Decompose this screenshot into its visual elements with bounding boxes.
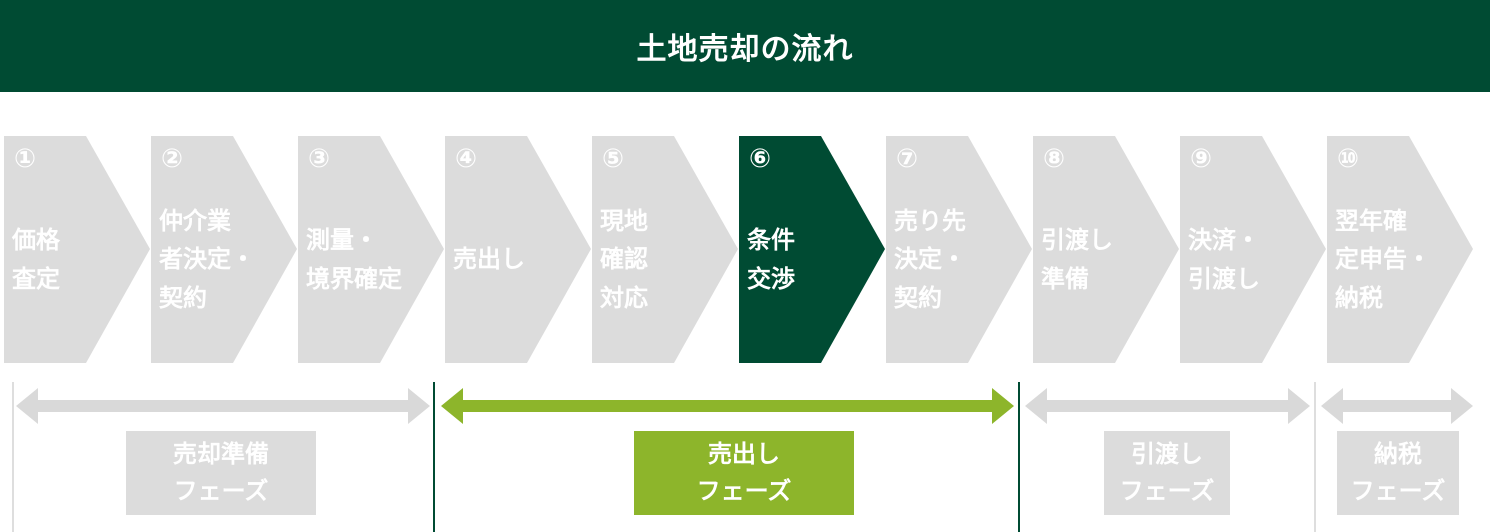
step-label: 測量・ 境界確定: [306, 226, 402, 293]
phase-subtitle: フェーズ: [173, 477, 269, 505]
phase-divider-line: [433, 382, 435, 532]
step-label: 価格 査定: [12, 226, 60, 293]
step-6: ⑥ 条件 交渉: [739, 136, 885, 363]
step-number: ⑤: [602, 144, 625, 174]
step-label: 引渡し 準備: [1041, 226, 1113, 293]
step-label: 条件 交渉: [747, 226, 795, 293]
step-3: ③ 測量・ 境界確定: [298, 136, 444, 363]
step-5: ⑤ 現地 確認 対応: [592, 136, 738, 363]
phase-title: 売却準備: [173, 439, 269, 468]
phase-box-1: 売却準備フェーズ: [126, 431, 316, 515]
phase-title: 売出し: [708, 439, 780, 468]
step-chevron-shape: [4, 136, 150, 363]
step-label: 翌年確 定申告・ 納税: [1335, 206, 1431, 312]
phase-box-4: 納税フェーズ: [1337, 431, 1459, 515]
step-chevron-shape: [1033, 136, 1179, 363]
step-number: ①: [14, 144, 37, 174]
step-number: ⑩: [1337, 144, 1360, 174]
step-chevron-shape: [445, 136, 591, 363]
process-steps: ① 価格 査定 ② 仲介業 者決定・ 契約 ③ 測量・ 境界確定 ④ 売出し ⑤ 現地 確認 対応…: [0, 136, 1490, 363]
step-chevron-shape: [592, 136, 738, 363]
phase-title: 納税: [1374, 439, 1422, 468]
page-title: 土地売却の流れ: [0, 0, 1490, 92]
step-label: 仲介業 者決定・ 契約: [159, 206, 255, 312]
phase-title: 引渡し: [1131, 439, 1203, 468]
phase-arrow: [1025, 388, 1310, 424]
phase-box-3: 引渡しフェーズ: [1104, 431, 1230, 515]
step-chevron-shape: [298, 136, 444, 363]
step-chevron-shape: [739, 136, 885, 363]
step-number: ⑦: [896, 144, 919, 174]
phase-arrow: [1321, 388, 1473, 424]
step-9: ⑨ 決済・ 引渡し: [1180, 136, 1326, 363]
phase-arrow: [441, 388, 1014, 424]
step-label: 決済・ 引渡し: [1188, 226, 1260, 293]
step-label: 売り先 決定・ 契約: [894, 206, 966, 312]
phase-subtitle: フェーズ: [696, 477, 792, 505]
step-1: ① 価格 査定: [4, 136, 150, 363]
step-10: ⑩ 翌年確 定申告・ 納税: [1327, 136, 1473, 363]
step-number: ⑨: [1190, 144, 1213, 174]
step-number: ⑧: [1043, 144, 1066, 174]
phase-arrow: [16, 388, 430, 424]
step-chevron-shape: [886, 136, 1032, 363]
step-number: ②: [161, 144, 184, 174]
phase-subtitle: フェーズ: [1119, 477, 1215, 505]
step-label: 現地 確認 対応: [600, 206, 648, 312]
step-chevron-shape: [1327, 136, 1473, 363]
phase-divider-line: [1314, 382, 1316, 532]
phase-subtitle: フェーズ: [1350, 477, 1446, 505]
step-2: ② 仲介業 者決定・ 契約: [151, 136, 297, 363]
step-chevron-shape: [1180, 136, 1326, 363]
phase-divider-line: [12, 382, 14, 532]
phase-area: 売却準備フェーズ売出しフェーズ引渡しフェーズ納税フェーズ: [0, 382, 1490, 532]
step-number: ③: [308, 144, 331, 174]
step-8: ⑧ 引渡し 準備: [1033, 136, 1179, 363]
step-7: ⑦ 売り先 決定・ 契約: [886, 136, 1032, 363]
phase-box-2: 売出しフェーズ: [634, 431, 854, 515]
step-label: 売出し: [453, 245, 525, 274]
step-4: ④ 売出し: [445, 136, 591, 363]
phase-divider-line: [1018, 382, 1020, 532]
step-number: ⑥: [749, 144, 772, 174]
step-chevron-shape: [151, 136, 297, 363]
step-number: ④: [455, 144, 478, 174]
